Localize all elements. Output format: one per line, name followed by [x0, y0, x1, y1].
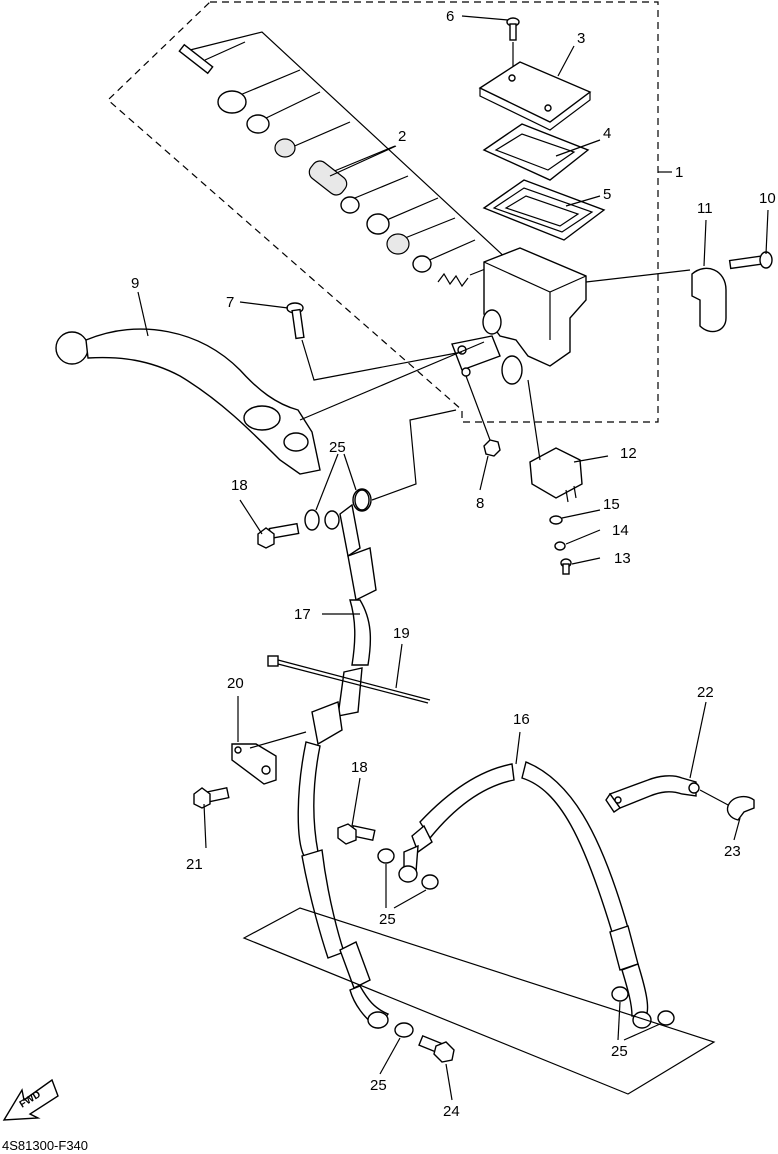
- callout-19: 19: [393, 625, 410, 642]
- washer-25-upper-a: [304, 509, 320, 531]
- return-spring: [437, 272, 469, 288]
- screw-6: [506, 17, 520, 41]
- callout-24: 24: [443, 1103, 460, 1120]
- dust-boot: [217, 90, 247, 114]
- callout-5: 5: [603, 186, 612, 203]
- lower-brake-hose: [297, 701, 390, 1029]
- callout-20: 20: [227, 675, 244, 692]
- brake-switch-12: [529, 447, 583, 503]
- washer-25-lower-right-a: [611, 986, 629, 1002]
- callout-2: 2: [398, 128, 407, 145]
- callout-12: 12: [620, 445, 637, 462]
- lever-nut-8: [483, 439, 501, 457]
- cable-tie-19: [267, 655, 431, 704]
- hose-guide-22: [605, 775, 700, 813]
- callout-17: 17: [294, 606, 311, 623]
- master-cylinder-body: [451, 247, 587, 385]
- callout-22: 22: [697, 684, 714, 701]
- spring-clip: [412, 255, 432, 273]
- callout-25d: 25: [370, 1077, 387, 1094]
- washer-25-mid-a: [377, 848, 395, 864]
- callout-18a: 18: [231, 477, 248, 494]
- banjo-bolt-18-upper: [257, 522, 300, 549]
- piston-washer: [274, 138, 296, 158]
- callout-10: 10: [759, 190, 776, 207]
- primary-cup: [366, 213, 390, 235]
- brake-lever: [55, 328, 321, 475]
- bolt-21: [193, 786, 230, 809]
- washer-15: [549, 515, 563, 525]
- washer-25-mid-b: [421, 874, 439, 890]
- washer-25-lower-right-b: [657, 1010, 675, 1026]
- caliper-mount-outline: [242, 907, 716, 1095]
- callout-23: 23: [724, 843, 741, 860]
- piston: [308, 160, 348, 196]
- callout-14: 14: [612, 522, 629, 539]
- callout-25c: 25: [611, 1043, 628, 1060]
- banjo-bolt-24: [418, 1034, 455, 1063]
- washer-25-lower-left: [394, 1022, 414, 1038]
- fwd-arrow-icon: FWD: [2, 1078, 59, 1121]
- spring-seat: [386, 233, 410, 255]
- drawing-code: 4S81300-F340: [2, 1138, 89, 1153]
- callout-1: 1: [675, 164, 684, 181]
- callout-16: 16: [513, 711, 530, 728]
- callout-18b: 18: [351, 759, 368, 776]
- callout-leaders: [137, 15, 769, 1101]
- callout-9: 9: [131, 275, 140, 292]
- callout-6: 6: [446, 8, 455, 25]
- bracket-bolt-10: [728, 251, 773, 270]
- piston-cup: [340, 196, 360, 214]
- callout-3: 3: [577, 30, 586, 47]
- callout-21: 21: [186, 856, 203, 873]
- banjo-bolt-18-mid: [337, 823, 376, 845]
- screw-13: [560, 558, 572, 575]
- washer-25-upper-b: [354, 489, 370, 511]
- callout-13: 13: [614, 550, 631, 567]
- callout-4: 4: [603, 125, 612, 142]
- pivot-bolt-7: [286, 302, 305, 340]
- piston-kit-bracket: [189, 31, 510, 276]
- callout-25a: 25: [329, 439, 346, 456]
- switch-bracket-11: [691, 267, 727, 333]
- callout-7: 7: [226, 294, 235, 311]
- callout-11: 11: [697, 200, 713, 217]
- clamp-23: [726, 795, 755, 821]
- circlip: [246, 114, 270, 134]
- diaphragm-plate: [482, 123, 590, 181]
- piston-rod: [178, 43, 214, 75]
- brake-hose-16: [398, 761, 652, 1029]
- master-cylinder-assembly-boundary: [107, 1, 659, 423]
- callout-8: 8: [476, 495, 485, 512]
- callout-25b: 25: [379, 911, 396, 928]
- callout-15: 15: [603, 496, 620, 513]
- brake-hose-17: [324, 488, 377, 717]
- lock-washer-14: [554, 541, 566, 551]
- hose-bracket-20: [231, 743, 277, 785]
